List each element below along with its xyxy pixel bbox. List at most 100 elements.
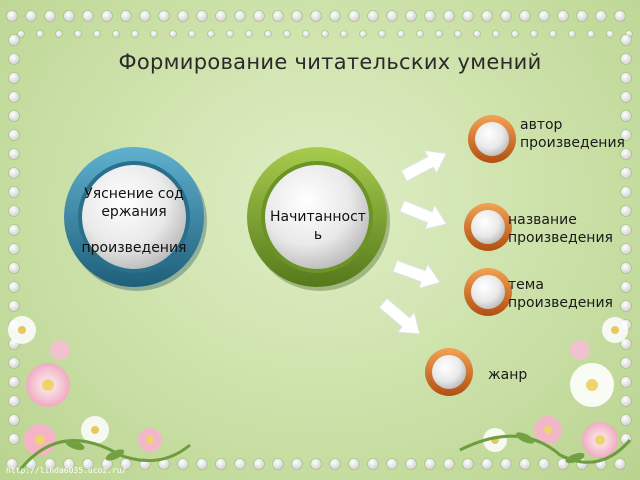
arrow-to-title xyxy=(399,199,448,231)
pearl-dot xyxy=(253,10,265,22)
blue-circle xyxy=(64,147,207,291)
pearl-dot xyxy=(620,110,632,122)
pearl-dot xyxy=(620,300,632,312)
pearl-dot xyxy=(291,458,303,470)
pearl-dot xyxy=(500,10,512,22)
pearl-dot xyxy=(416,30,424,38)
pearl-dot xyxy=(44,10,56,22)
pearl-dot xyxy=(620,53,632,65)
pearl-border-right xyxy=(620,34,632,445)
pearl-dot xyxy=(8,53,20,65)
pearl-dot xyxy=(424,458,436,470)
pearl-dot xyxy=(272,458,284,470)
pearl-dot xyxy=(196,10,208,22)
pearl-dot xyxy=(6,10,18,22)
pearl-dot xyxy=(8,186,20,198)
pearl-dot xyxy=(272,10,284,22)
pearl-dot xyxy=(538,10,550,22)
center-circle-text: Начитанность xyxy=(270,209,366,243)
pearl-dot xyxy=(620,395,632,407)
pearl-border-top xyxy=(6,10,633,38)
pearl-dot xyxy=(606,30,614,38)
pearl-dot xyxy=(443,458,455,470)
pearl-dot xyxy=(462,458,474,470)
pearl-dot xyxy=(310,458,322,470)
pearl-dot xyxy=(25,10,37,22)
pearl-dot xyxy=(397,30,405,38)
pearl-dot xyxy=(620,243,632,255)
pearl-dot xyxy=(620,338,632,350)
pearl-dot xyxy=(8,281,20,293)
pearl-dot xyxy=(500,458,512,470)
pearl-dot xyxy=(549,30,557,38)
pearl-dot xyxy=(112,30,120,38)
pearl-dot xyxy=(405,10,417,22)
pearl-dot xyxy=(8,300,20,312)
pearl-dot xyxy=(8,224,20,236)
green-circle xyxy=(247,147,390,291)
pearl-dot xyxy=(150,30,158,38)
pearl-dot xyxy=(568,30,576,38)
pearl-dot xyxy=(340,30,348,38)
pearl-dot xyxy=(443,10,455,22)
pearl-dot xyxy=(620,205,632,217)
pearl-dot xyxy=(8,243,20,255)
pearl-dot xyxy=(576,10,588,22)
pearl-dot xyxy=(620,414,632,426)
pearl-dot xyxy=(82,458,94,470)
pearl-dot xyxy=(302,30,310,38)
pearl-dot xyxy=(620,148,632,160)
pearl-dot xyxy=(120,10,132,22)
pearl-dot xyxy=(8,357,20,369)
pearl-dot xyxy=(93,30,101,38)
pearl-dot xyxy=(620,34,632,46)
flowers-right-decoration xyxy=(459,317,632,464)
pearl-dot xyxy=(8,262,20,274)
pearl-dot xyxy=(234,10,246,22)
pearl-dot xyxy=(386,10,398,22)
arrow-to-author xyxy=(400,149,448,182)
watermark-url: http://linda6035.ucoz.ru/ xyxy=(6,466,127,475)
pearl-dot xyxy=(215,10,227,22)
pearl-border-left xyxy=(8,34,20,445)
pearl-dot xyxy=(557,10,569,22)
orange-dot-theme xyxy=(464,268,512,316)
pearl-dot xyxy=(620,357,632,369)
pearl-dot xyxy=(367,458,379,470)
pearl-dot xyxy=(329,458,341,470)
pearl-dot xyxy=(8,433,20,445)
pearl-dot xyxy=(245,30,253,38)
pearl-dot xyxy=(196,458,208,470)
pearl-dot xyxy=(454,30,462,38)
pearl-dot xyxy=(169,30,177,38)
pearl-border-bottom xyxy=(6,458,626,470)
label-theme: тема произведения xyxy=(508,277,613,311)
label-title: название произведения xyxy=(508,212,613,246)
pearl-dot xyxy=(620,262,632,274)
pearl-dot xyxy=(55,30,63,38)
pearl-dot xyxy=(620,129,632,141)
pearl-dot xyxy=(473,30,481,38)
pearl-dot xyxy=(424,10,436,22)
pearl-dot xyxy=(177,458,189,470)
pearl-dot xyxy=(215,458,227,470)
pearl-dot xyxy=(101,10,113,22)
pearl-dot xyxy=(253,458,265,470)
arrow-to-genre xyxy=(378,297,421,335)
pearl-dot xyxy=(614,458,626,470)
pearl-dot xyxy=(378,30,386,38)
pearl-dot xyxy=(17,30,25,38)
pearl-dot xyxy=(620,91,632,103)
pearl-dot xyxy=(207,30,215,38)
slide-title: Формирование читательских умений xyxy=(118,50,542,74)
pearl-dot xyxy=(44,458,56,470)
pearl-dot xyxy=(620,376,632,388)
pearl-dot xyxy=(367,10,379,22)
pearl-dot xyxy=(321,30,329,38)
pearl-dot xyxy=(620,167,632,179)
pearl-dot xyxy=(6,458,18,470)
pearl-dot xyxy=(481,10,493,22)
pearl-dot xyxy=(264,30,272,38)
